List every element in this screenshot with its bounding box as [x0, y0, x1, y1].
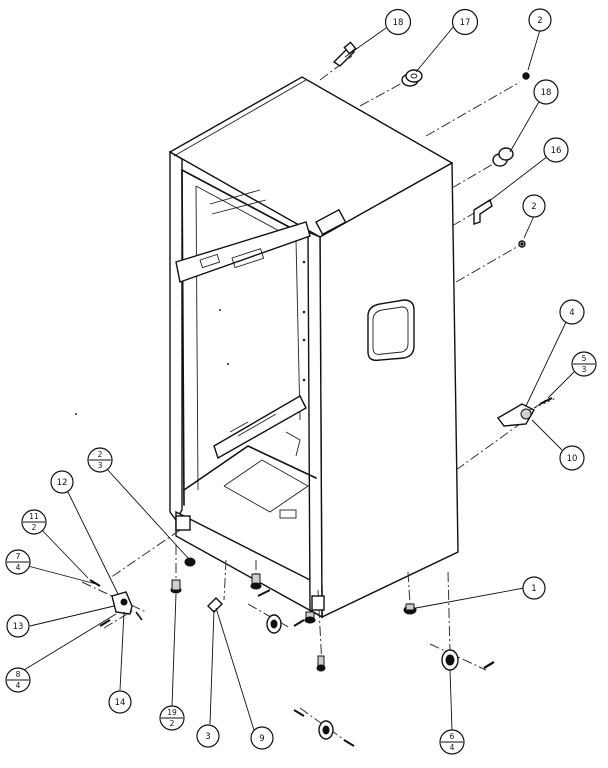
- roller-front-bottom: [293, 709, 355, 747]
- callout-2-side: 2: [522, 194, 546, 218]
- door-stop-4: [496, 397, 557, 427]
- plug-2-side: [518, 240, 526, 248]
- callout-2-over-3: 2 3: [87, 447, 113, 473]
- leg-and-nuts-bottom: [250, 573, 326, 672]
- plug-2-top: [522, 72, 530, 80]
- callout-label: 12: [57, 478, 68, 488]
- callout-label: 18: [393, 18, 404, 28]
- hinge-bracket-bottom-left: [175, 515, 325, 611]
- leg-19: [170, 579, 182, 594]
- callout-8-over-4: 8 4: [5, 667, 31, 693]
- callout-2-top: 2: [528, 8, 552, 32]
- callout-top: 7: [16, 552, 21, 561]
- callout-top: 11: [29, 512, 39, 521]
- callout-label: 1: [531, 584, 536, 594]
- hinge-bushing-17: [401, 69, 423, 87]
- callout-5-over-3: 5 3: [571, 351, 597, 377]
- stray-mark: [75, 413, 77, 415]
- callout-3: 3: [196, 724, 220, 748]
- assembly-axis-lines: [81, 55, 523, 745]
- callout-top: 8: [16, 670, 21, 679]
- callout-label: 2: [531, 202, 536, 212]
- callout-bottom: 3: [582, 365, 587, 374]
- callout-7-over-4: 7 4: [5, 549, 31, 575]
- callout-6-over-4-right: 6 4: [439, 729, 465, 755]
- nut-2-3: [184, 557, 196, 567]
- callout-label: 9: [259, 734, 264, 744]
- liner-mounting-holes: [219, 260, 306, 382]
- refrigerator-cabinet: [168, 76, 459, 619]
- screw-5: [539, 397, 553, 405]
- callout-label: 13: [13, 622, 24, 632]
- callout-12: 12: [50, 470, 74, 494]
- callout-label: 3: [205, 732, 210, 742]
- bottom-hinge-assembly: [89, 579, 143, 627]
- callout-11-over-2: 11 2: [21, 509, 47, 535]
- callout-top: 5: [582, 354, 587, 363]
- callout-18-top: 18: [384, 8, 412, 36]
- callout-label: 2: [537, 16, 542, 26]
- callout-bottom: 3: [98, 461, 103, 470]
- hinge-bracket-16: [473, 198, 493, 225]
- callout-4: 4: [559, 299, 585, 325]
- hinge-pin-18-top: [332, 41, 357, 67]
- callout-label: 18: [541, 88, 552, 98]
- hinge-bushing-18-side: [492, 147, 514, 167]
- callout-1: 1: [522, 576, 546, 600]
- leveling-leg-1: [403, 603, 417, 615]
- callout-label: 4: [569, 308, 574, 318]
- callout-bottom: 4: [450, 743, 455, 752]
- callout-9: 9: [250, 726, 274, 750]
- callout-19-over-2: 19 2: [159, 705, 185, 731]
- callout-18-side: 18: [533, 79, 559, 105]
- callout-bottom: 2: [170, 719, 175, 728]
- callout-13: 13: [6, 614, 30, 638]
- callout-10: 10: [559, 445, 585, 471]
- callout-14: 14: [108, 690, 132, 714]
- roller-6-right: [441, 649, 495, 671]
- callout-label: 16: [551, 146, 562, 156]
- callout-label: 17: [460, 18, 471, 28]
- callout-leaders: [23, 25, 575, 731]
- callout-top: 19: [167, 708, 177, 717]
- callout-label: 14: [115, 698, 126, 708]
- roller-front-center: [257, 589, 305, 634]
- callout-top: 6: [450, 732, 455, 741]
- callout-16: 16: [543, 137, 569, 163]
- leveling-leg-9: [207, 597, 223, 613]
- callout-bottom: 2: [32, 523, 37, 532]
- callout-bottom: 4: [16, 563, 21, 572]
- callout-17: 17: [451, 8, 479, 36]
- callout-label: 10: [567, 454, 578, 464]
- callout-bottom: 4: [16, 681, 21, 690]
- callout-top: 2: [98, 450, 103, 459]
